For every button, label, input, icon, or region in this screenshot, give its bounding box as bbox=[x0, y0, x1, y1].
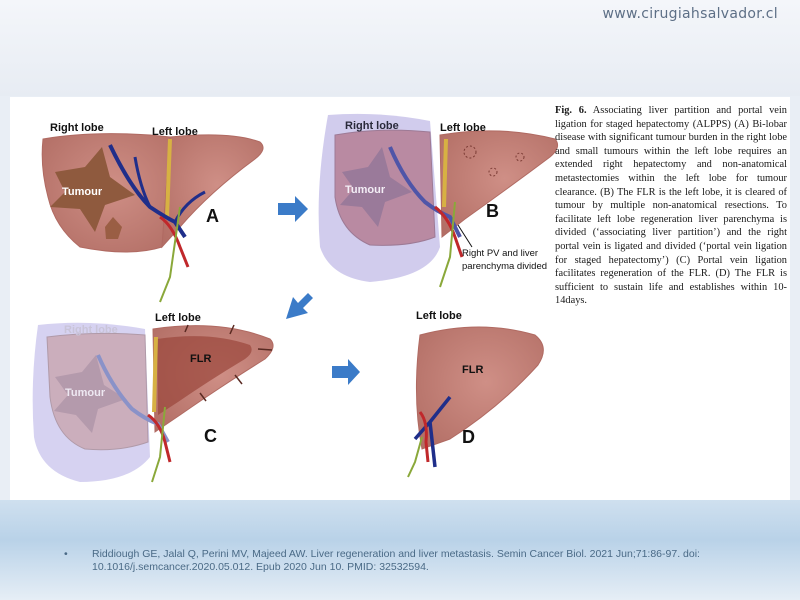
label-a-left-lobe: Left lobe bbox=[152, 126, 198, 138]
small-tumour-b3 bbox=[488, 167, 498, 177]
figure-panel: Right lobe Left lobe Tumour A Right lobe… bbox=[10, 97, 790, 500]
figure-caption: Fig. 6. Associating liver partition and … bbox=[555, 104, 787, 308]
panel-b: Right lobe Left lobe Tumour B Right PV a… bbox=[318, 113, 559, 288]
letter-a: A bbox=[206, 206, 219, 226]
panel-a: Right lobe Left lobe Tumour A bbox=[41, 122, 264, 303]
growth-arrow-c5 bbox=[199, 392, 207, 402]
reference-text: Riddiough GE, Jalal Q, Perini MV, Majeed… bbox=[92, 548, 700, 573]
arrow-b-to-c bbox=[286, 293, 313, 319]
caption-label: Fig. 6. bbox=[555, 105, 587, 116]
label-b-right-lobe: Right lobe bbox=[345, 120, 399, 132]
portal-vein-d bbox=[413, 395, 452, 468]
artery-d bbox=[418, 411, 430, 463]
liver-d-flr bbox=[415, 326, 544, 450]
bile-duct-c bbox=[151, 406, 166, 483]
growth-arrow-c2 bbox=[229, 324, 235, 335]
label-a-tumour: Tumour bbox=[62, 186, 103, 198]
small-tumour-b2 bbox=[515, 152, 525, 162]
bile-duct-b bbox=[439, 201, 456, 288]
liver-a-left bbox=[161, 134, 264, 249]
annotation-pointer-b bbox=[457, 224, 473, 248]
tumour-a bbox=[50, 147, 135, 232]
label-b-tumour: Tumour bbox=[345, 184, 386, 196]
middle-hepatic-line-a bbox=[165, 138, 172, 218]
liver-b-left bbox=[439, 130, 559, 239]
portal-vein-c bbox=[96, 354, 170, 443]
growth-arrow-c3 bbox=[257, 348, 273, 351]
arrow-c-to-d bbox=[332, 359, 360, 385]
label-d-left-lobe: Left lobe bbox=[416, 310, 462, 322]
growth-arrow-c1 bbox=[184, 324, 189, 333]
middle-hepatic-line-c bbox=[152, 336, 158, 413]
label-c-tumour: Tumour bbox=[65, 387, 106, 399]
panel-d: Left lobe FLR D bbox=[407, 310, 544, 478]
label-a-right-lobe: Right lobe bbox=[50, 122, 104, 134]
label-b-left-lobe: Left lobe bbox=[440, 122, 486, 134]
alpps-diagram: Right lobe Left lobe Tumour A Right lobe… bbox=[32, 113, 559, 483]
label-c-right-lobe: Right lobe bbox=[64, 324, 118, 336]
flr-c bbox=[157, 336, 252, 415]
slide-background-top bbox=[0, 0, 800, 96]
small-tumour-a bbox=[105, 217, 122, 239]
tumour-c bbox=[54, 355, 126, 433]
artery-a bbox=[159, 215, 190, 268]
site-url[interactable]: www.cirugiahsalvador.cl bbox=[602, 6, 778, 22]
reference-bullet: • bbox=[64, 548, 68, 560]
vein-branch-a bbox=[133, 156, 206, 223]
bile-duct-a bbox=[159, 206, 181, 303]
portal-vein-b bbox=[388, 146, 462, 238]
label-c-left-lobe: Left lobe bbox=[155, 312, 201, 324]
arrow-a-to-b bbox=[278, 196, 308, 222]
artery-c bbox=[147, 413, 172, 463]
annotation-b-line1: Right PV and liver bbox=[462, 248, 538, 259]
letter-b: B bbox=[486, 201, 499, 221]
bile-duct-d bbox=[407, 436, 423, 478]
label-c-flr: FLR bbox=[190, 353, 211, 365]
slide-background-bottom bbox=[0, 500, 800, 600]
caption-text: Associating liver partition and portal v… bbox=[555, 105, 787, 307]
small-tumour-b1 bbox=[463, 145, 477, 159]
letter-c: C bbox=[204, 426, 217, 446]
label-d-flr: FLR bbox=[462, 364, 483, 376]
middle-hepatic-line-b bbox=[442, 138, 448, 208]
tumour-b bbox=[340, 147, 412, 227]
panel-c: Right lobe Left lobe Tumour FLR C bbox=[32, 312, 274, 483]
artery-b bbox=[434, 205, 464, 258]
growth-arrow-c4 bbox=[234, 374, 243, 385]
letter-d: D bbox=[462, 427, 475, 447]
annotation-b-line2: parenchyma divided bbox=[462, 261, 547, 272]
